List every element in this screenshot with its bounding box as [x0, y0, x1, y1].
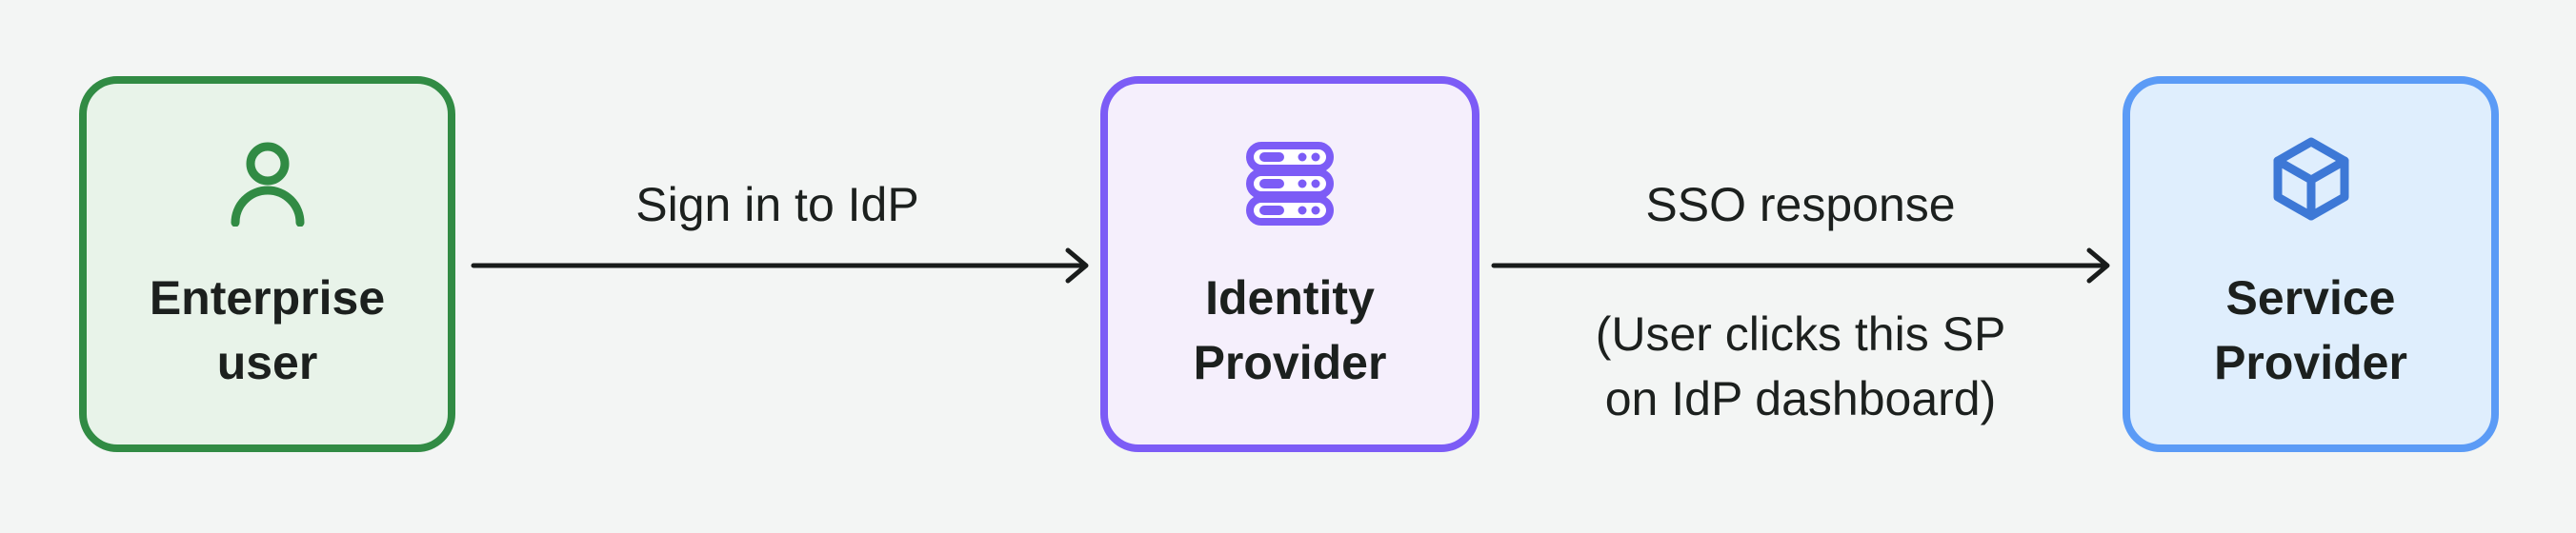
- node-identity-provider: Identity Provider: [1100, 76, 1479, 452]
- user-icon: [231, 142, 304, 227]
- edge-note-line: (User clicks this SP: [1595, 307, 2006, 361]
- edge-note-line: on IdP dashboard): [1604, 372, 1997, 425]
- cube-icon: [2273, 137, 2348, 221]
- arrow-sso-response: [1491, 247, 2110, 284]
- edge-note-user-clicks-sp: (User clicks this SP on IdP dashboard): [1596, 302, 2006, 431]
- node-label-line: Service: [2225, 271, 2396, 325]
- server-icon: [1246, 142, 1334, 226]
- node-label-line: Provider: [2214, 336, 2407, 389]
- node-service-provider: Service Provider: [2123, 76, 2499, 452]
- edge-label-sso-response: SSO response: [1645, 178, 1956, 231]
- node-label-identity-provider: Identity Provider: [1108, 266, 1472, 395]
- node-enterprise-user: Enterprise user: [79, 76, 455, 452]
- node-label-line: Provider: [1193, 336, 1387, 389]
- node-label-line: Identity: [1205, 271, 1375, 325]
- node-label-line: user: [216, 336, 318, 389]
- node-label-enterprise-user: Enterprise user: [87, 266, 448, 395]
- node-label-line: Enterprise: [149, 271, 386, 325]
- node-label-service-provider: Service Provider: [2130, 266, 2491, 395]
- edge-label-sign-in-to-idp: Sign in to IdP: [635, 178, 919, 231]
- arrow-signin: [471, 247, 1089, 284]
